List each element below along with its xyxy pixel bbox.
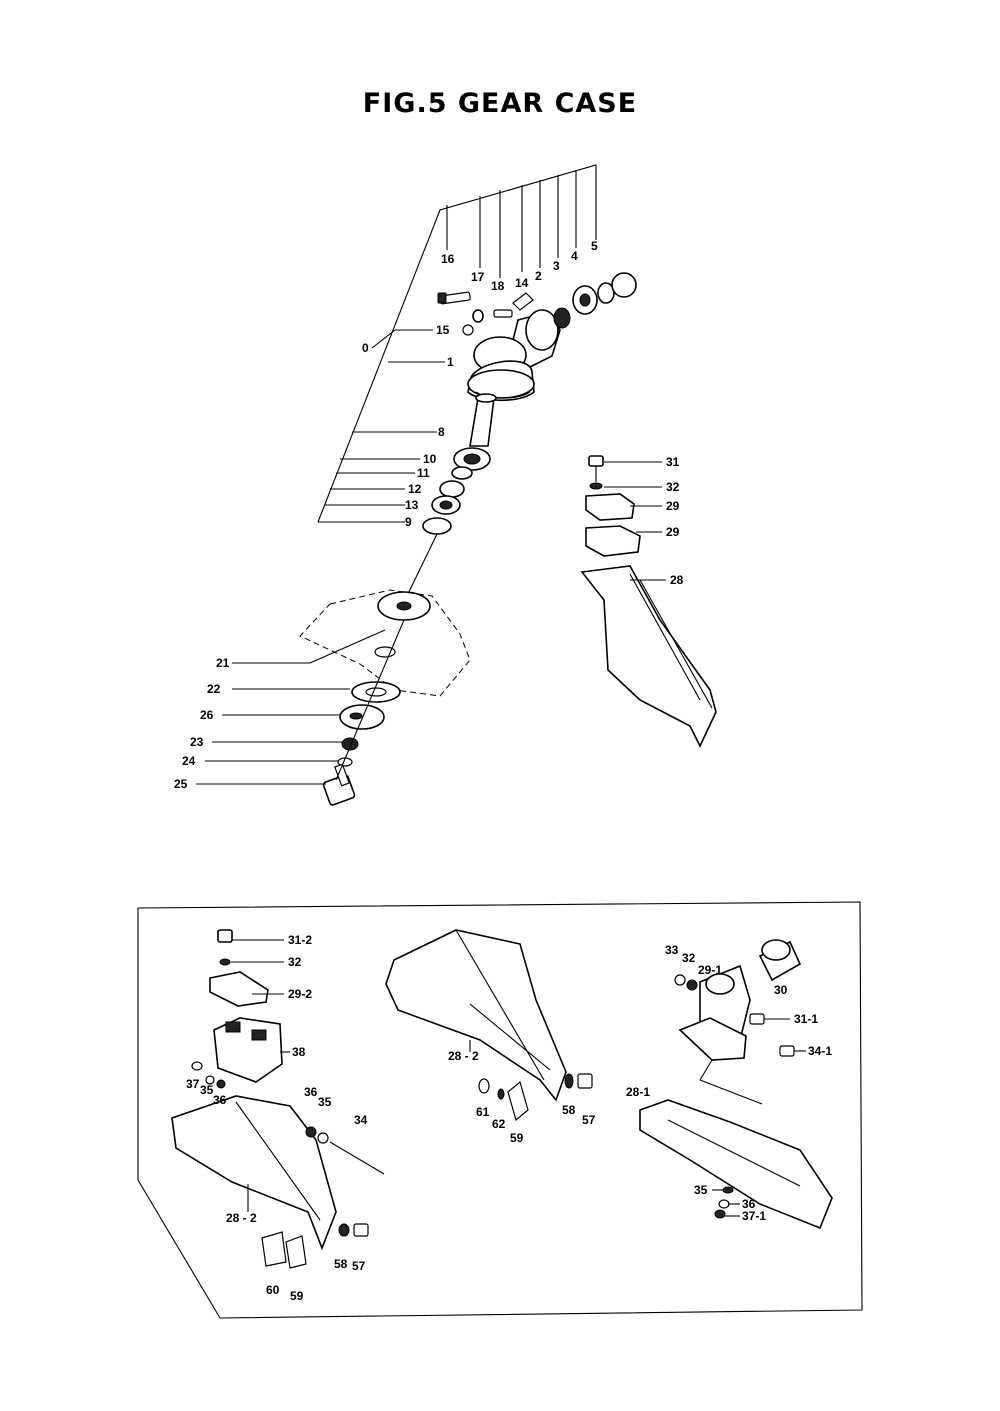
callout-31-2: 31-2: [288, 933, 312, 947]
callout-29-1: 29-1: [698, 963, 722, 977]
callout-28-1: 28-1: [626, 1085, 650, 1099]
callout-10: 10: [423, 452, 437, 466]
callout-9: 9: [405, 515, 412, 529]
callout-31-1: 31-1: [794, 1012, 818, 1026]
figure-title: FIG.5 GEAR CASE: [362, 88, 638, 119]
callout-35-inset-right: 35: [694, 1183, 708, 1197]
callout-32: 32: [666, 480, 680, 494]
callout-bracket: [317, 164, 597, 523]
callout-31: 31: [666, 455, 680, 469]
callout-32-inset: 32: [288, 955, 302, 969]
callout-21: 21: [216, 656, 230, 670]
callout-0: 0: [362, 341, 369, 355]
callout-37: 37: [186, 1077, 200, 1091]
callout-18: 18: [491, 279, 505, 293]
callout-33: 33: [665, 943, 679, 957]
callout-59-middle: 59: [510, 1131, 524, 1145]
guard-bracket-assembly: [580, 455, 717, 748]
callout-28-2-middle: 28 - 2: [448, 1049, 479, 1063]
callout-29-upper: 29: [666, 499, 680, 513]
inset-middle-assembly: [385, 929, 593, 1122]
callout-8: 8: [438, 425, 445, 439]
callout-58-middle: 58: [562, 1103, 576, 1117]
inset-frame: [137, 901, 863, 1319]
callout-57-left: 57: [352, 1259, 366, 1273]
callout-36-right: 36: [304, 1085, 318, 1099]
callout-59-left: 59: [290, 1289, 304, 1303]
callout-36-left: 36: [213, 1093, 227, 1107]
callout-62: 62: [492, 1117, 506, 1131]
gear-case-assembly: [196, 272, 637, 806]
callout-15: 15: [436, 323, 450, 337]
callout-60: 60: [266, 1283, 280, 1297]
callout-2: 2: [535, 269, 542, 283]
callout-36-inset-right: 36: [742, 1197, 756, 1211]
callout-5: 5: [591, 239, 598, 253]
inset-left-assembly: [171, 929, 385, 1269]
callout-58-left: 58: [334, 1257, 348, 1271]
callout-12: 12: [408, 482, 422, 496]
callout-29-lower: 29: [666, 525, 680, 539]
callout-3: 3: [553, 259, 560, 273]
inset-right-assembly: [639, 939, 833, 1230]
callout-22: 22: [207, 682, 221, 696]
callout-30: 30: [774, 983, 788, 997]
callout-11: 11: [417, 466, 430, 480]
callout-35-right: 35: [318, 1095, 332, 1109]
callout-61: 61: [476, 1105, 490, 1119]
callout-38: 38: [292, 1045, 306, 1059]
callout-34-1: 34-1: [808, 1044, 832, 1058]
callout-16: 16: [441, 252, 455, 266]
callout-28: 28: [670, 573, 684, 587]
callout-35-left: 35: [200, 1083, 214, 1097]
callout-17: 17: [471, 270, 485, 284]
callout-24: 24: [182, 754, 196, 768]
callout-13: 13: [405, 498, 419, 512]
callout-26: 26: [200, 708, 214, 722]
callout-29-2: 29-2: [288, 987, 312, 1001]
callout-4: 4: [571, 249, 578, 263]
callout-34: 34: [354, 1113, 368, 1127]
callout-37-1: 37-1: [742, 1209, 766, 1223]
callout-28-2-left: 28 - 2: [226, 1211, 257, 1225]
callout-25: 25: [174, 777, 188, 791]
callout-14: 14: [515, 276, 529, 290]
callout-1: 1: [447, 355, 454, 369]
callout-labels: 16 17 18 14 2 3 4 5 15 0 1 8 10 11 12 13…: [174, 239, 832, 1303]
callout-23: 23: [190, 735, 204, 749]
callout-57-middle: 57: [582, 1113, 596, 1127]
callout-32-right: 32: [682, 951, 696, 965]
